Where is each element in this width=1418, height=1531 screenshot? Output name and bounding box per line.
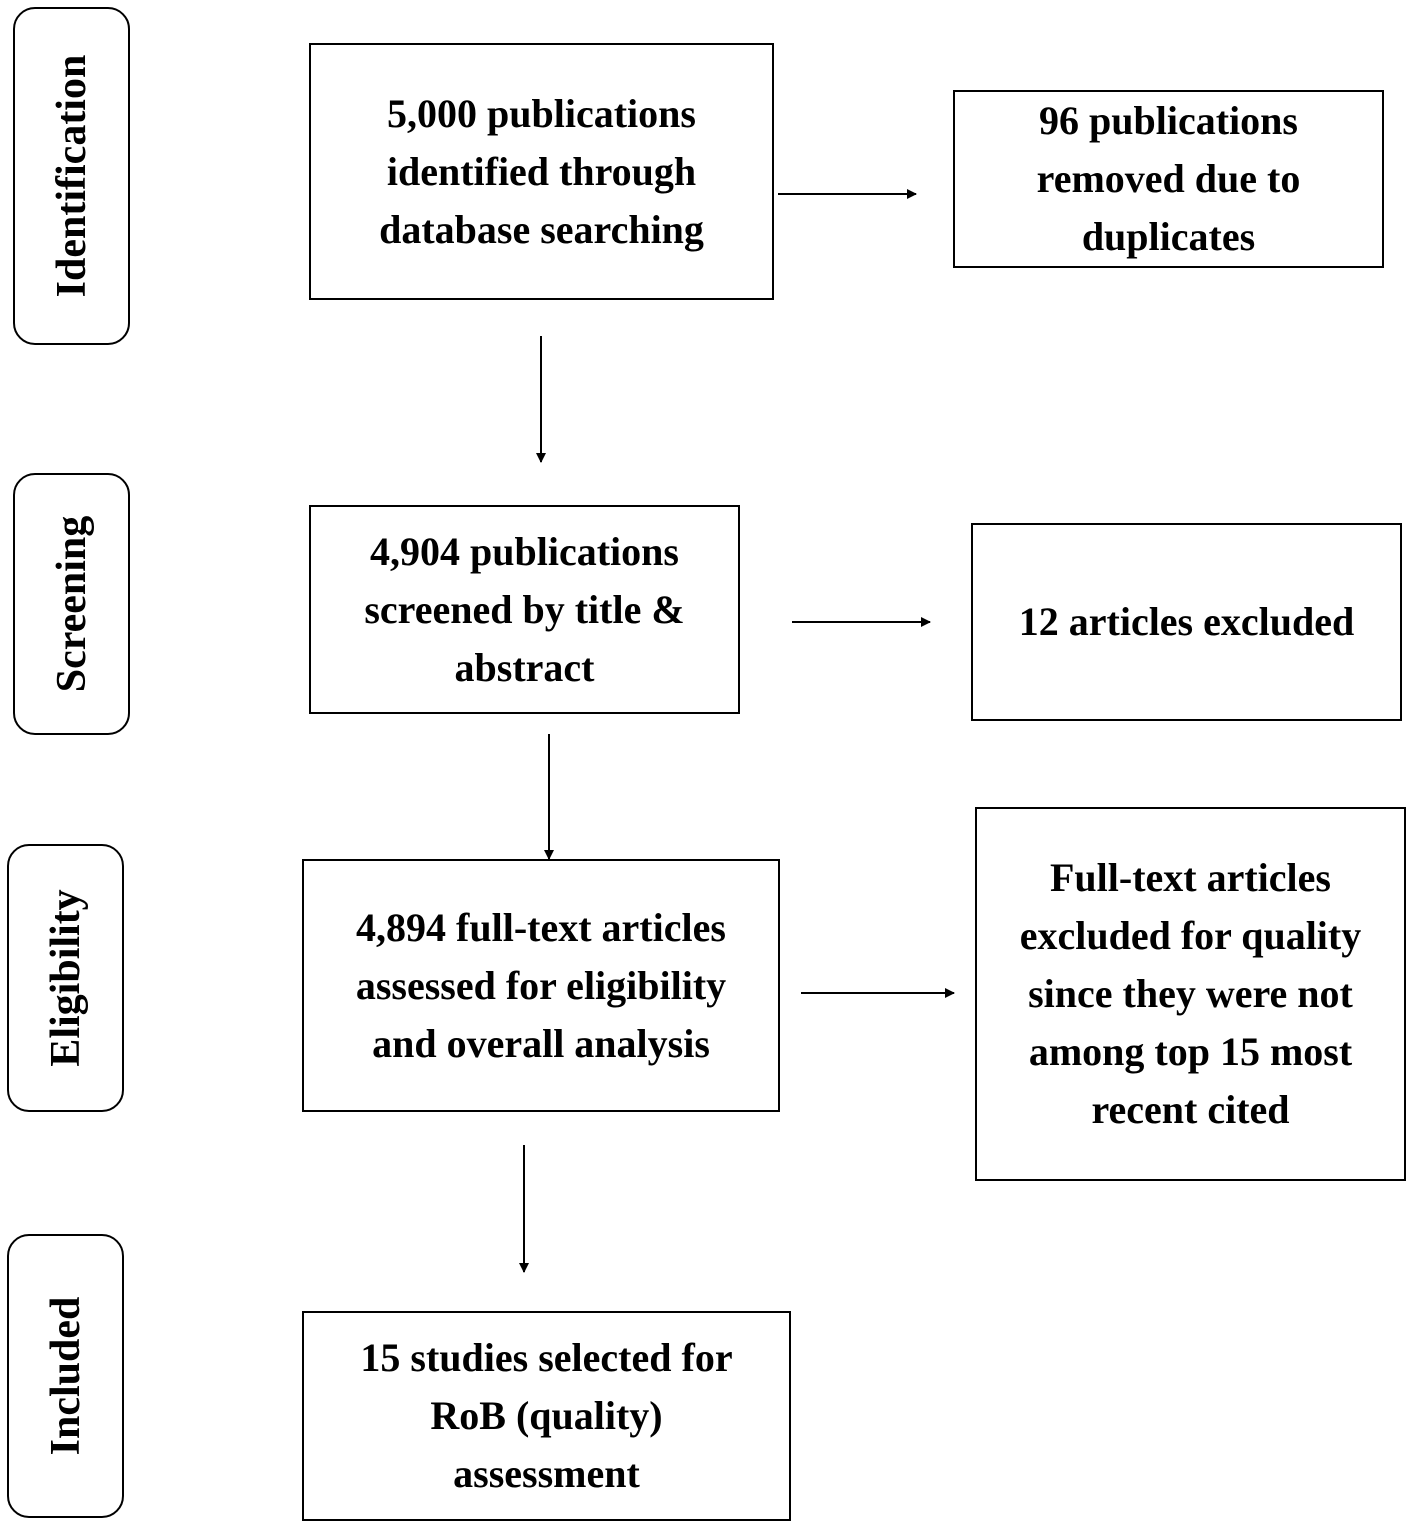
duplicates-removed-text: 96 publications removed due to duplicate… <box>1036 98 1301 259</box>
quality-excluded-box: Full-text articles excluded for quality … <box>975 807 1406 1181</box>
phase-included: Included <box>7 1234 124 1518</box>
included-studies-box: 15 studies selected for RoB (quality) as… <box>302 1311 791 1521</box>
identified-records-text: 5,000 publications identified through da… <box>379 90 704 252</box>
phase-included-label: Included <box>42 1296 89 1456</box>
phase-identification-label: Identification <box>48 54 95 298</box>
full-text-assessed-text: 4,894 full-text articles assessed for el… <box>355 904 727 1066</box>
phase-screening-label: Screening <box>48 515 95 693</box>
phase-eligibility-label: Eligibility <box>42 889 89 1067</box>
screened-records-box: 4,904 publications screened by title & a… <box>309 505 740 714</box>
quality-excluded-text: Full-text articles excluded for quality … <box>1019 855 1362 1132</box>
full-text-assessed-box: 4,894 full-text articles assessed for el… <box>302 859 780 1112</box>
identified-records-box: 5,000 publications identified through da… <box>309 43 774 300</box>
duplicates-removed-box: 96 publications removed due to duplicate… <box>953 90 1384 268</box>
phase-eligibility: Eligibility <box>7 844 124 1112</box>
phase-screening: Screening <box>13 473 130 735</box>
screened-records-text: 4,904 publications screened by title & a… <box>364 528 685 690</box>
screening-excluded-text: 12 articles excluded <box>1018 599 1355 644</box>
phase-identification: Identification <box>13 7 130 345</box>
included-studies-text: 15 studies selected for RoB (quality) as… <box>360 1335 733 1496</box>
screening-excluded-box: 12 articles excluded <box>971 523 1402 721</box>
